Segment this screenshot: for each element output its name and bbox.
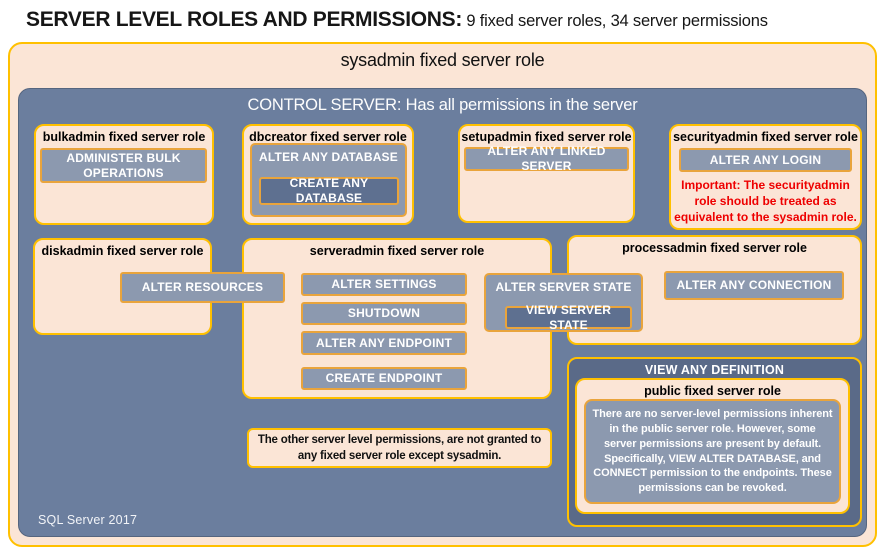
permission-alter-resources: ALTER RESOURCES: [120, 272, 285, 303]
permission-create-endpoint: CREATE ENDPOINT: [301, 367, 467, 390]
page-title: SERVER LEVEL ROLES AND PERMISSIONS: 9 fi…: [26, 8, 768, 32]
securityadmin-warning: Important: The securityadmin role should…: [674, 178, 857, 225]
sysadmin-role-box: sysadmin fixed server role CONTROL SERVE…: [8, 42, 877, 547]
permission-alter-any-linked-server: ALTER ANY LINKED SERVER: [464, 144, 629, 173]
public-role-note: There are no server-level permissions in…: [584, 399, 841, 504]
role-box-public: public fixed server role There are no se…: [575, 378, 850, 514]
role-box-setupadmin: setupadmin fixed server role ALTER ANY L…: [458, 124, 635, 223]
other-permissions-note: The other server level permissions, are …: [247, 428, 552, 468]
permission-alter-server-state: ALTER SERVER STATE VIEW SERVER STATE: [484, 273, 643, 332]
public-title: public fixed server role: [644, 384, 781, 398]
bulkadmin-title: bulkadmin fixed server role: [42, 130, 206, 144]
permission-alter-settings: ALTER SETTINGS: [301, 273, 467, 296]
role-box-bulkadmin: bulkadmin fixed server role ADMINISTER B…: [34, 124, 214, 225]
control-server-title: CONTROL SERVER: Has all permissions in t…: [247, 96, 638, 114]
permission-create-any-database: CREATE ANY DATABASE: [259, 176, 399, 205]
permission-alter-any-database: ALTER ANY DATABASE CREATE ANY DATABASE: [250, 143, 407, 217]
dbcreator-title: dbcreator fixed server role: [249, 130, 407, 144]
alter-server-state-label: ALTER SERVER STATE: [495, 280, 632, 294]
control-server-box: CONTROL SERVER: Has all permissions in t…: [18, 88, 867, 537]
processadmin-title: processadmin fixed server role: [622, 241, 807, 255]
permission-shutdown: SHUTDOWN: [301, 302, 467, 325]
sysadmin-role-title: sysadmin fixed server role: [340, 50, 545, 70]
page-title-main: SERVER LEVEL ROLES AND PERMISSIONS:: [26, 8, 463, 31]
permission-alter-any-connection: ALTER ANY CONNECTION: [664, 271, 844, 300]
permission-alter-any-endpoint: ALTER ANY ENDPOINT: [301, 331, 467, 355]
sql-server-version-label: SQL Server 2017: [38, 513, 138, 527]
securityadmin-title: securityadmin fixed server role: [673, 130, 858, 144]
permission-administer-bulk-operations: ADMINISTER BULK OPERATIONS: [40, 148, 207, 183]
role-box-dbcreator: dbcreator fixed server role ALTER ANY DA…: [242, 124, 414, 225]
permission-alter-any-login: ALTER ANY LOGIN: [679, 148, 852, 172]
permission-view-any-definition: VIEW ANY DEFINITION public fixed server …: [567, 357, 862, 527]
serveradmin-title: serveradmin fixed server role: [309, 244, 485, 258]
view-any-definition-label: VIEW ANY DEFINITION: [644, 363, 785, 377]
role-box-securityadmin: securityadmin fixed server role ALTER AN…: [669, 124, 862, 230]
permission-view-server-state: VIEW SERVER STATE: [505, 303, 632, 332]
page-title-subtitle: 9 fixed server roles, 34 server permissi…: [462, 12, 768, 30]
diskadmin-title: diskadmin fixed server role: [41, 244, 204, 258]
alter-any-database-label: ALTER ANY DATABASE: [259, 150, 398, 164]
setupadmin-title: setupadmin fixed server role: [461, 130, 632, 144]
